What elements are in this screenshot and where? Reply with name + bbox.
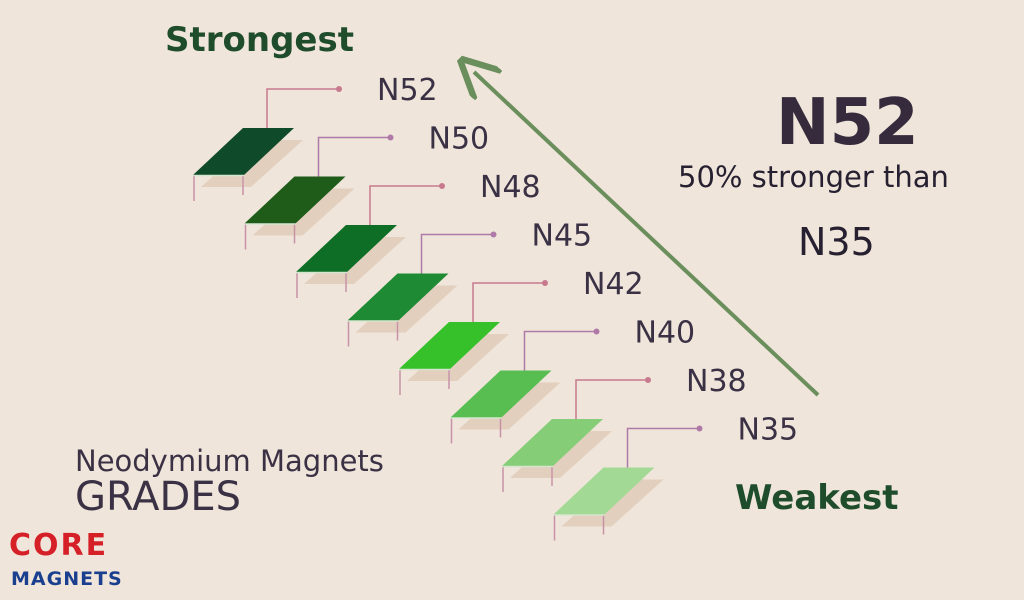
magnet-plate [553,467,655,515]
grade-label-n38: N38 [686,364,747,399]
magnet-plate [193,128,294,175]
grade-item-n40: N40 [450,316,696,444]
grade-label-n48: N48 [480,170,541,205]
callout-reference: N35 [798,220,875,264]
grade-label-n50: N50 [429,122,490,157]
magnet-plate [244,176,346,224]
leader-line [472,282,544,322]
magnet-plate [347,273,449,321]
leader-dot [490,231,497,238]
leader-dot [542,280,548,286]
logo-magnets-text: MAGNETS [11,568,123,590]
leader-line [369,185,441,225]
leader-dot [696,425,703,432]
weakest-label: Weakest [735,478,899,518]
leader-dot [645,377,651,383]
grade-item-n45: N45 [347,219,593,347]
grade-item-n52: N52 [193,73,438,201]
grade-item-n35: N35 [553,413,799,541]
grade-item-n50: N50 [244,122,490,250]
leader-line [575,379,647,419]
magnet-plate [502,419,603,466]
caption-title: GRADES [75,474,241,520]
logo-core-text: CORE [9,528,109,563]
grade-item-n38: N38 [502,364,747,492]
leader-line [266,88,338,128]
grade-label-n45: N45 [532,219,593,254]
grade-label-n40: N40 [635,316,696,351]
callout-comparison: 50% stronger than [678,160,949,194]
caption-subtitle: Neodymium Magnets [75,444,384,478]
leader-dot [387,134,394,141]
grade-label-n52: N52 [377,73,438,108]
grade-item-n48: N48 [296,170,541,298]
strength-arrow [474,72,820,397]
leader-dot [593,328,600,335]
callout-grade: N52 [776,86,919,160]
magnet-plate [296,225,397,272]
strongest-label: Strongest [165,20,354,60]
magnet-plate [450,370,552,418]
grade-item-n42: N42 [399,267,644,395]
leader-line [317,136,390,177]
leader-line [626,427,699,468]
magnet-plate [399,322,500,369]
leader-dot [336,86,342,92]
grade-label-n42: N42 [583,267,644,302]
leader-dot [439,183,445,189]
grade-label-n35: N35 [738,413,799,448]
leader-line [420,233,493,274]
leader-line [523,330,596,371]
